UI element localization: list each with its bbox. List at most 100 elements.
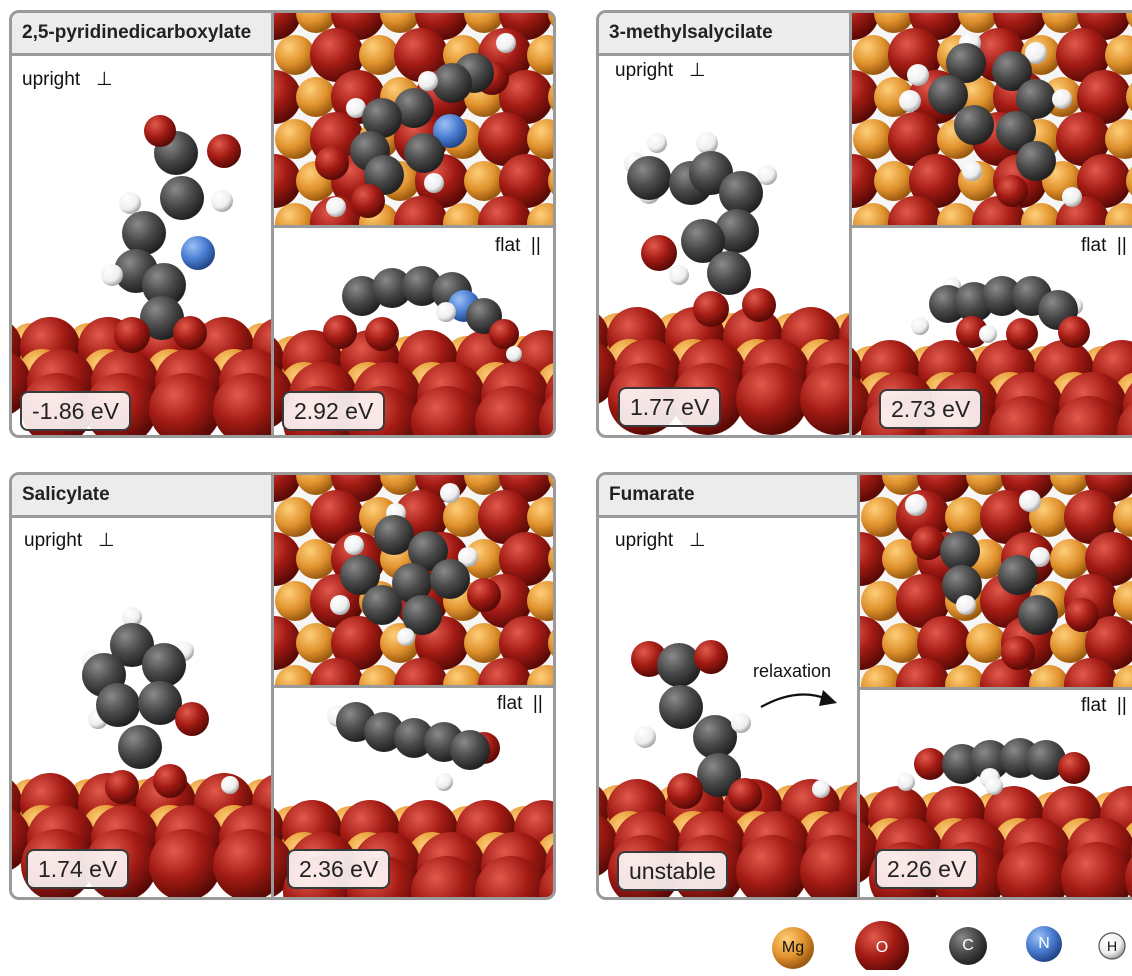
carbon-atom: [715, 209, 759, 253]
magnesium-atom: [958, 13, 998, 33]
panel-fumarate: Fumarate upright ⊥ flat || relaxation un…: [596, 472, 1132, 900]
oxygen-atom: [394, 196, 448, 226]
magnesium-atom: [464, 623, 504, 663]
oxygen-atom: [736, 835, 808, 897]
relaxation-arrow-icon: [760, 690, 837, 708]
magnesium-atom: [296, 13, 336, 33]
oxygen-atom: [1065, 598, 1099, 632]
hydrogen-atom: [897, 773, 915, 791]
nitrogen-atom: [433, 114, 467, 148]
oxygen-atom: [917, 616, 971, 670]
legend-h: H: [1096, 930, 1128, 962]
carbon-atom: [697, 753, 741, 797]
oxygen-atom: [478, 112, 532, 166]
magnesium-atom: [861, 581, 901, 621]
oxygen-atom: [394, 28, 448, 82]
oxygen-atom: [1056, 112, 1110, 166]
oxygen-atom: [274, 616, 301, 670]
upright-label: upright ⊥: [615, 529, 706, 552]
carbon-atom: [970, 740, 1010, 780]
hydrogen-atom: [119, 192, 141, 214]
upright-energy-badge: 1.74 eV: [26, 849, 130, 889]
parallel-icon: ||: [1116, 695, 1127, 716]
magnesium-atom: [1050, 623, 1090, 663]
oxygen-atom: [860, 616, 887, 670]
oxygen-atom: [1006, 318, 1038, 350]
oxygen-atom: [1053, 396, 1125, 435]
panel-methylsalycilate: 3-methylsalycilate upright ⊥ flat || 1.7…: [596, 10, 1132, 438]
magnesium-atom: [464, 161, 504, 201]
carbon-atom: [340, 555, 380, 595]
hydrogen-atom: [634, 726, 656, 748]
oxygen-atom: [153, 764, 187, 798]
carbon-atom: [432, 63, 472, 103]
relaxation-label: relaxation: [753, 661, 832, 681]
carbon-atom: [946, 43, 986, 83]
oxygen-atom: [1125, 856, 1132, 897]
hydrogen-atom: [757, 165, 777, 185]
oxygen-atom: [144, 115, 176, 147]
oxygen-atom: [175, 702, 209, 736]
upright-label: upright ⊥: [22, 68, 113, 91]
hydrogen-atom: [696, 132, 718, 154]
hydrogen-atom: [985, 777, 1003, 795]
carbon-atom: [160, 176, 204, 220]
oxygen-atom: [310, 28, 364, 82]
carbon-atom: [982, 276, 1022, 316]
oxygen-atom: [911, 526, 945, 560]
perpendicular-icon: ⊥: [688, 530, 706, 551]
legend-n: N: [1022, 924, 1066, 964]
hydrogen-atom: [424, 173, 444, 193]
flat-energy-badge: 2.92 eV: [282, 391, 386, 431]
magnesium-atom: [296, 77, 336, 117]
carbon-atom: [402, 266, 442, 306]
oxygen-atom: [149, 373, 221, 435]
oxygen-atom: [1056, 28, 1110, 82]
magnesium-atom: [443, 497, 483, 537]
magnesium-atom: [882, 623, 922, 663]
oxygen-atom: [852, 70, 879, 124]
view-divider: [274, 225, 553, 228]
oxygen-atom: [888, 112, 942, 166]
oxygen-atom: [736, 363, 808, 435]
oxygen-atom: [1064, 658, 1118, 688]
carbon-atom: [693, 715, 737, 759]
magnesium-atom: [945, 497, 985, 537]
perpendicular-icon: ⊥: [97, 530, 115, 551]
panel-divider: [857, 475, 860, 897]
panel-title: Fumarate: [599, 475, 860, 518]
flat-text: flat: [1081, 235, 1107, 256]
hydrogen-atom: [1062, 187, 1082, 207]
hydrogen-atom: [440, 483, 460, 503]
hydrogen-atom: [435, 773, 453, 791]
oxygen-atom: [641, 235, 677, 271]
flat-label: flat ||: [495, 235, 541, 257]
oxygen-atom: [105, 770, 139, 804]
oxygen-atom: [499, 616, 553, 670]
carbon-atom: [372, 268, 412, 308]
magnesium-atom: [380, 475, 420, 495]
flat-text: flat: [495, 235, 521, 256]
hydrogen-atom: [344, 535, 364, 555]
magnesium-atom: [275, 497, 315, 537]
oxygen-atom: [914, 748, 946, 780]
carbon-atom: [122, 211, 166, 255]
hydrogen-atom: [731, 713, 751, 733]
carbon-atom: [392, 563, 432, 603]
magnesium-atom: [359, 665, 399, 686]
oxygen-atom: [1085, 532, 1132, 586]
parallel-icon: ||: [1116, 235, 1127, 256]
carbon-atom: [659, 685, 703, 729]
carbon-atom: [364, 712, 404, 752]
magnesium-atom: [1029, 665, 1069, 688]
legend-n-label: N: [1038, 935, 1050, 952]
upright-molecule: [12, 115, 271, 435]
oxygen-atom: [909, 154, 963, 208]
carbon-atom: [362, 585, 402, 625]
magnesium-atom: [1021, 203, 1061, 226]
flat-energy-badge: 2.73 eV: [879, 389, 983, 429]
perpendicular-icon: ⊥: [95, 69, 113, 90]
magnesium-atom: [874, 13, 914, 33]
magnesium-atom: [1126, 82, 1132, 112]
hydrogen-atom: [101, 264, 123, 286]
